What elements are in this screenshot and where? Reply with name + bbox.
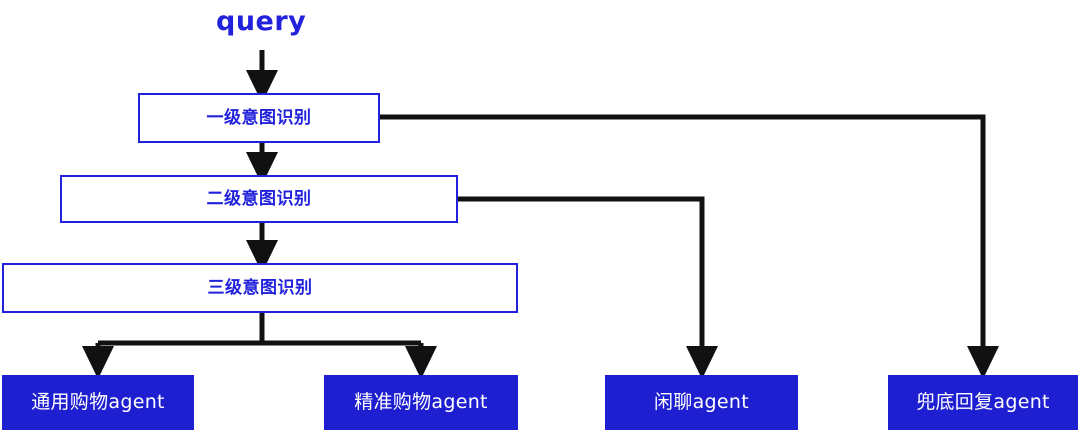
node-label: 通用购物agent xyxy=(31,391,165,414)
node-agent-chitchat[interactable]: 闲聊agent xyxy=(605,375,798,430)
node-level1-intent-recognition[interactable]: 一级意图识别 xyxy=(138,93,380,143)
edge-level1-to-fallback-agent xyxy=(380,114,1000,379)
node-level3-intent-recognition[interactable]: 三级意图识别 xyxy=(2,263,518,313)
node-label: 一级意图识别 xyxy=(206,107,312,128)
node-label: 兜底回复agent xyxy=(916,391,1050,414)
node-label: 闲聊agent xyxy=(654,391,749,414)
edge-level3-fanout-trunk xyxy=(98,313,421,346)
node-agent-precise-shopping[interactable]: 精准购物agent xyxy=(324,375,518,430)
node-agent-general-shopping[interactable]: 通用购物agent xyxy=(2,375,194,430)
node-level2-intent-recognition[interactable]: 二级意图识别 xyxy=(60,175,458,223)
node-label: 精准购物agent xyxy=(354,391,488,414)
query-label: query xyxy=(216,6,307,37)
node-agent-fallback-reply[interactable]: 兜底回复agent xyxy=(888,375,1078,430)
node-label: 三级意图识别 xyxy=(207,277,313,298)
node-label: 二级意图识别 xyxy=(206,188,312,209)
